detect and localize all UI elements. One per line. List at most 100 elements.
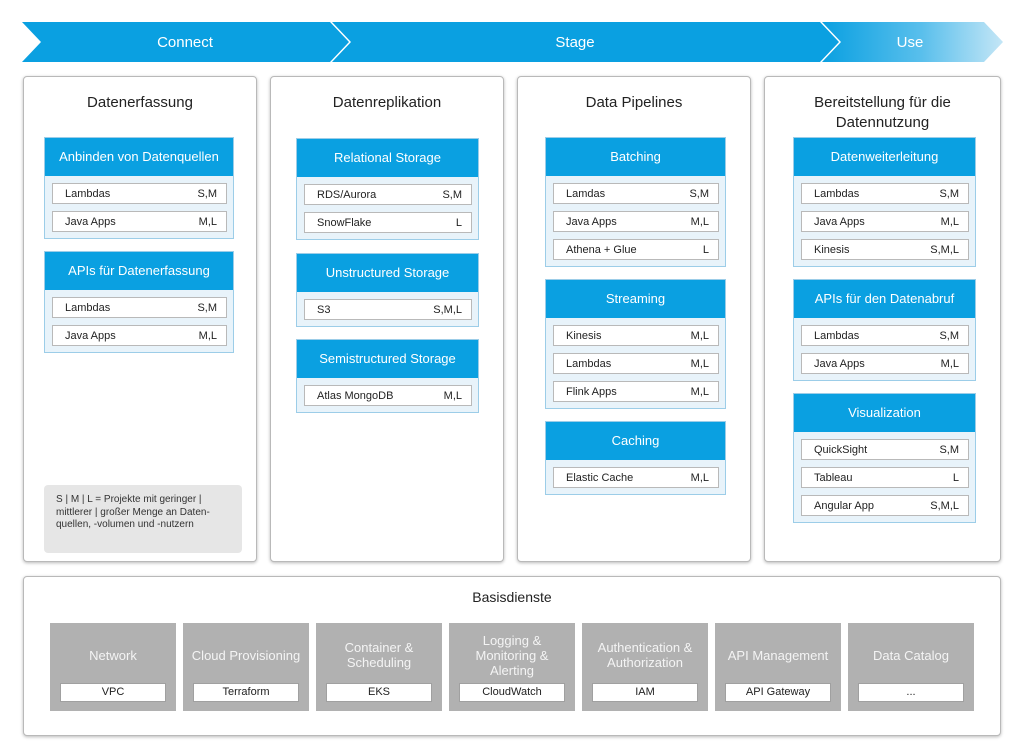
item-size: S,M [442,188,462,201]
item-size: S,M [689,187,709,200]
item-name: RDS/Aurora [317,188,377,201]
stage-label: Stage [555,34,595,51]
tile-cloud-provisioning: Cloud Provisioning Terraform [183,623,309,711]
item-name: Lambdas [566,357,612,370]
card-title: Caching [546,422,725,460]
list-item: Lamdas S,M [553,183,719,204]
list-item: QuickSight S,M [801,439,969,460]
basisdienste-panel: Basisdienste Network VPC Cloud Provision… [23,576,1001,736]
column-title: Bereitstellung für die Datennutzung [814,94,951,131]
tile-authentication: Authentication & Authorization IAM [582,623,708,711]
list-item: Java Apps M,L [52,211,227,232]
item-name: Kinesis [814,243,850,256]
item-name: Kinesis [566,329,602,342]
item-name: Atlas MongoDB [317,389,394,402]
item-name: Angular App [814,499,874,512]
tile-value: Terraform [193,683,299,702]
item-size: M,L [690,385,709,398]
column-datenreplikation: Datenreplikation Relational Storage RDS/… [270,76,504,562]
tile-name: Network [89,647,137,663]
tile-container-scheduling: Container & Scheduling EKS [316,623,442,711]
card-title: Streaming [546,280,725,318]
item-size: S,M,L [930,243,959,256]
ribbon-arrows [22,22,1003,62]
item-name: Java Apps [814,215,865,228]
item-size: S,M [939,187,959,200]
tile-value: CloudWatch [459,683,565,702]
item-size: M,L [690,357,709,370]
base-title: Basisdienste [472,589,552,605]
list-item: Atlas MongoDB M,L [304,385,472,406]
item-size: M,L [690,471,709,484]
tile-name: API Management [727,647,829,663]
column-datenerfassung: Datenerfassung Anbinden von Datenquellen… [23,76,257,562]
card-title: Batching [546,138,725,176]
item-size: S,M [197,187,217,200]
item-size: M,L [940,357,959,370]
process-ribbon: Connect Stage Use [0,0,1024,80]
item-name: SnowFlake [317,216,372,229]
list-item: Lambdas S,M [52,183,227,204]
item-size: M,L [690,329,709,342]
tile-value: API Gateway [725,683,831,702]
item-size: S,M [939,443,959,456]
list-item: Lambdas M,L [553,353,719,374]
column-title: Datenreplikation [332,94,442,111]
tile-name: Logging & Monitoring & Alerting [475,632,549,678]
tile-name: Authentication & Authorization [597,640,693,670]
item-name: Java Apps [814,357,865,370]
tile-value: IAM [592,683,698,702]
column-bereitstellung: Bereitstellung für die Datennutzung Date… [764,76,1001,562]
item-size: M,L [443,389,462,402]
list-item: RDS/Aurora S,M [304,184,472,205]
item-name: Java Apps [65,329,116,342]
column-title: Data Pipelines [585,94,683,111]
item-size: L [952,471,959,484]
tile-value: EKS [326,683,432,702]
item-name: Lambdas [65,301,111,314]
item-name: Java Apps [65,215,116,228]
tile-name: Cloud Provisioning [191,647,301,663]
item-name: S3 [317,303,331,316]
list-item: S3 S,M,L [304,299,472,320]
item-name: Lambdas [814,329,860,342]
item-name: Lambdas [814,187,860,200]
list-item: Kinesis S,M,L [801,239,969,260]
tile-logging-monitoring: Logging & Monitoring & Alerting CloudWat… [449,623,575,711]
item-size: L [455,216,462,229]
connect-arrow [22,22,349,62]
tile-data-catalog: Data Catalog ... [848,623,974,711]
card-title: APIs für den Datenabruf [794,280,975,318]
card-title: Semistructured Storage [297,340,478,378]
column-title: Datenerfassung [87,94,193,111]
item-size: S,M,L [433,303,462,316]
item-name: QuickSight [814,443,868,456]
use-label: Use [896,34,924,51]
item-size: M,L [198,215,217,228]
item-size: L [702,243,709,256]
list-item: Java Apps M,L [52,325,227,346]
use-arrow [822,22,1003,62]
list-item: Java Apps M,L [801,353,969,374]
item-name: Lamdas [566,187,606,200]
list-item: Kinesis M,L [553,325,719,346]
item-name: Flink Apps [566,385,617,398]
connect-label: Connect [157,34,213,51]
item-size: M,L [198,329,217,342]
tile-name: Data Catalog [873,647,949,663]
list-item: Java Apps M,L [801,211,969,232]
item-name: Lambdas [65,187,111,200]
stage-arrow [332,22,839,62]
item-size: M,L [940,215,959,228]
